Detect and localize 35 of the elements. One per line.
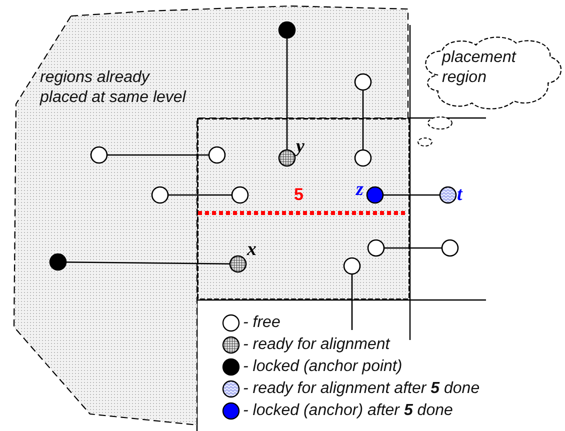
point-label: y xyxy=(296,137,304,156)
node-circle xyxy=(367,239,385,257)
node-circle xyxy=(354,73,372,91)
step-number: 5 xyxy=(294,185,304,205)
point-label: x xyxy=(247,240,256,259)
node-circle xyxy=(208,146,226,164)
node-circle xyxy=(90,146,108,164)
legend-text: - locked (anchor) after 5 done xyxy=(243,401,453,421)
node-circle xyxy=(151,186,169,204)
connector-line xyxy=(383,194,440,196)
connector-line xyxy=(107,154,209,156)
connector-line xyxy=(168,194,232,196)
node-circle xyxy=(278,21,296,39)
node-circle xyxy=(354,149,372,167)
connector-line xyxy=(384,247,442,249)
point-label: t xyxy=(457,185,462,204)
region-label: regions already placed at same level xyxy=(40,68,188,108)
legend-text: - free xyxy=(243,313,280,333)
node-circle xyxy=(366,186,384,204)
legend-text: - locked (anchor point) xyxy=(243,357,402,377)
legend-text: - ready for alignment xyxy=(243,335,390,355)
node-circle xyxy=(343,257,361,275)
connector-line xyxy=(351,274,353,330)
node-circle xyxy=(49,253,67,271)
connector-line xyxy=(66,261,230,265)
connector-line xyxy=(286,38,288,150)
node-circle xyxy=(441,239,459,257)
callout-text: placement region xyxy=(442,48,518,88)
node-circle xyxy=(439,186,457,204)
legend-text: - ready for alignment after 5 done xyxy=(243,379,480,399)
point-label: z xyxy=(356,180,364,199)
node-circle xyxy=(278,149,296,167)
connector-line xyxy=(362,90,364,150)
node-circle xyxy=(229,255,247,273)
node-circle xyxy=(231,186,249,204)
